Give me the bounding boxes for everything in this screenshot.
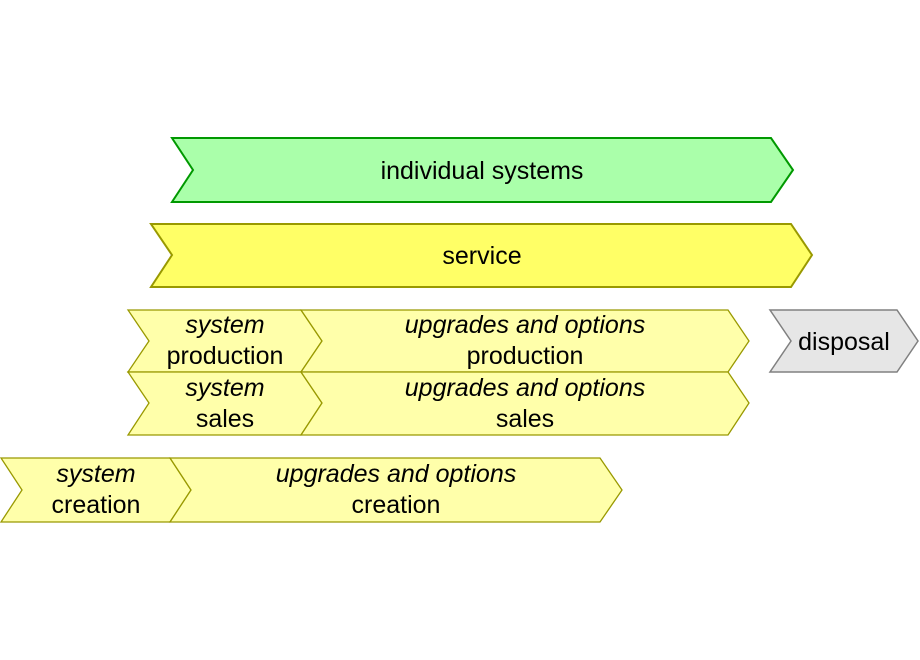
upgrades-and-options-creation-label-line2: creation bbox=[352, 491, 441, 519]
system-creation-label-line1: system bbox=[56, 460, 135, 488]
upgrades-and-options-sales-label-line1: upgrades and options bbox=[405, 374, 645, 402]
service-label: service bbox=[442, 242, 521, 270]
upgrades-and-options-sales-label-line2: sales bbox=[496, 405, 554, 433]
system-production-label-line2: production bbox=[167, 342, 284, 370]
system-sales-label-line2: sales bbox=[196, 405, 254, 433]
arrow-individual-systems: individual systems bbox=[170, 137, 795, 203]
individual-systems-arrow-shape bbox=[170, 137, 795, 203]
system-production-label-line1: system bbox=[185, 311, 264, 339]
system-sales-label-line1: system bbox=[185, 374, 264, 402]
disposal-label: disposal bbox=[798, 328, 890, 356]
upgrades-and-options-production-label-line2: production bbox=[467, 342, 584, 370]
service-arrow-shape bbox=[149, 223, 814, 288]
arrow-upgrades-and-options-sales: upgrades and options sales bbox=[299, 371, 750, 436]
arrow-service: service bbox=[149, 223, 814, 288]
arrow-disposal: disposal bbox=[768, 309, 919, 373]
arrow-system-creation: system creation bbox=[0, 457, 192, 523]
system-creation-label-line2: creation bbox=[52, 491, 141, 519]
upgrades-and-options-production-label-line1: upgrades and options bbox=[405, 311, 645, 339]
arrow-upgrades-and-options-production: upgrades and options production bbox=[299, 309, 750, 373]
upgrades-and-options-creation-arrow-shape bbox=[168, 457, 623, 523]
disposal-arrow-shape bbox=[768, 309, 919, 373]
upgrades-and-options-sales-arrow-shape bbox=[299, 371, 750, 436]
upgrades-and-options-creation-label-line1: upgrades and options bbox=[276, 460, 516, 488]
arrow-system-sales: system sales bbox=[126, 371, 323, 436]
arrow-upgrades-and-options-creation: upgrades and options creation bbox=[168, 457, 623, 523]
arrow-system-production: system production bbox=[126, 309, 323, 373]
individual-systems-label: individual systems bbox=[381, 157, 584, 185]
